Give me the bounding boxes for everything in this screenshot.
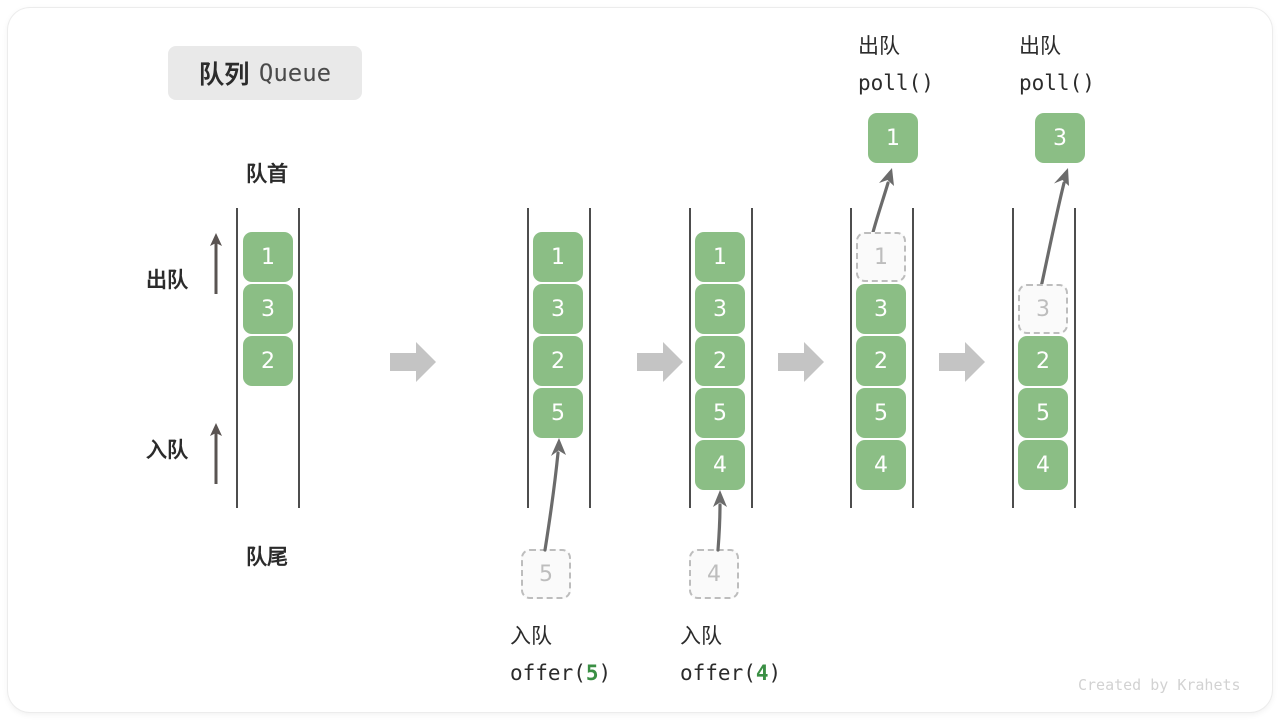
- queue-cell-new: 5: [533, 388, 583, 438]
- queue-cell: 5: [856, 388, 906, 438]
- code-suffix: ): [768, 661, 782, 685]
- operation-label-cn: 出队: [858, 35, 900, 58]
- rail-left-stage-2: [527, 208, 529, 508]
- queue-cell: 3: [533, 284, 583, 334]
- queue-cell: 1: [533, 232, 583, 282]
- enqueue-arrow-icon: [705, 487, 745, 553]
- dequeue-direction-label: 出队: [146, 269, 188, 292]
- queue-cell: 5: [695, 388, 745, 438]
- ghost-cell: 4: [689, 549, 739, 599]
- code-prefix: offer(: [680, 661, 756, 685]
- queue-cell: 1: [243, 232, 293, 282]
- queue-tail-label: 队尾: [246, 546, 288, 569]
- code-suffix: ): [921, 71, 934, 95]
- rail-left-stage-4: [850, 208, 852, 508]
- dequeue-arrow-icon: [1020, 165, 1080, 295]
- code-prefix: poll(: [1019, 71, 1083, 95]
- queue-cell: 1: [695, 232, 745, 282]
- rail-right-stage-1: [298, 208, 300, 508]
- title-badge: 队列 Queue: [168, 46, 362, 100]
- code-arg: 5: [585, 661, 599, 685]
- ghost-cell: 1: [856, 232, 906, 282]
- operation-label-cn: 出队: [1019, 35, 1061, 58]
- operation-label-poll-1: 出队 poll(): [858, 28, 934, 102]
- rail-left-stage-3: [689, 208, 691, 508]
- flow-arrow-icon: [939, 341, 985, 383]
- queue-cell: 3: [695, 284, 745, 334]
- rail-right-stage-4: [912, 208, 914, 508]
- operation-label-cn: 入队: [680, 625, 722, 648]
- code-suffix: ): [1082, 71, 1095, 95]
- rail-left-stage-5: [1012, 208, 1014, 508]
- operation-label-code: poll(): [1019, 65, 1095, 102]
- operation-label-offer-4: 入队 offer(4): [680, 618, 781, 692]
- dequeue-direction-arrow-icon: [207, 232, 225, 294]
- ghost-cell: 5: [521, 549, 571, 599]
- flow-arrow-icon: [390, 341, 436, 383]
- queue-cell: 2: [533, 336, 583, 386]
- queue-cell: 4: [1018, 440, 1068, 490]
- operation-label-code: offer(4): [680, 655, 781, 692]
- operation-label-code: poll(): [858, 65, 934, 102]
- operation-label-cn: 入队: [510, 625, 552, 648]
- operation-label-offer-5: 入队 offer(5): [510, 618, 611, 692]
- watermark: Created by Krahets: [1078, 676, 1241, 694]
- queue-cell: 3: [243, 284, 293, 334]
- queue-cell: 3: [856, 284, 906, 334]
- flow-arrow-icon: [778, 341, 824, 383]
- rail-right-stage-3: [751, 208, 753, 508]
- enqueue-arrow-icon: [530, 435, 590, 553]
- code-prefix: poll(: [858, 71, 922, 95]
- code-arg: 4: [755, 661, 769, 685]
- queue-cell-new: 4: [695, 440, 745, 490]
- queue-cell: 2: [1018, 336, 1068, 386]
- queue-cell: 2: [856, 336, 906, 386]
- rail-right-stage-5: [1074, 208, 1076, 508]
- rail-left-stage-1: [236, 208, 238, 508]
- operation-label-code: offer(5): [510, 655, 611, 692]
- queue-cell: 5: [1018, 388, 1068, 438]
- popped-cell: 1: [868, 113, 918, 163]
- title-en: Queue: [258, 59, 332, 87]
- popped-cell: 3: [1035, 113, 1085, 163]
- code-suffix: ): [598, 661, 612, 685]
- title-cn: 队列: [198, 61, 250, 89]
- queue-head-label: 队首: [246, 163, 288, 186]
- enqueue-direction-label: 入队: [146, 439, 188, 462]
- enqueue-direction-arrow-icon: [207, 422, 225, 484]
- queue-cell: 4: [856, 440, 906, 490]
- code-prefix: offer(: [510, 661, 586, 685]
- operation-label-poll-3: 出队 poll(): [1019, 28, 1095, 102]
- flow-arrow-icon: [637, 341, 683, 383]
- queue-cell: 2: [695, 336, 745, 386]
- rail-right-stage-2: [589, 208, 591, 508]
- ghost-cell: 3: [1018, 284, 1068, 334]
- queue-cell: 2: [243, 336, 293, 386]
